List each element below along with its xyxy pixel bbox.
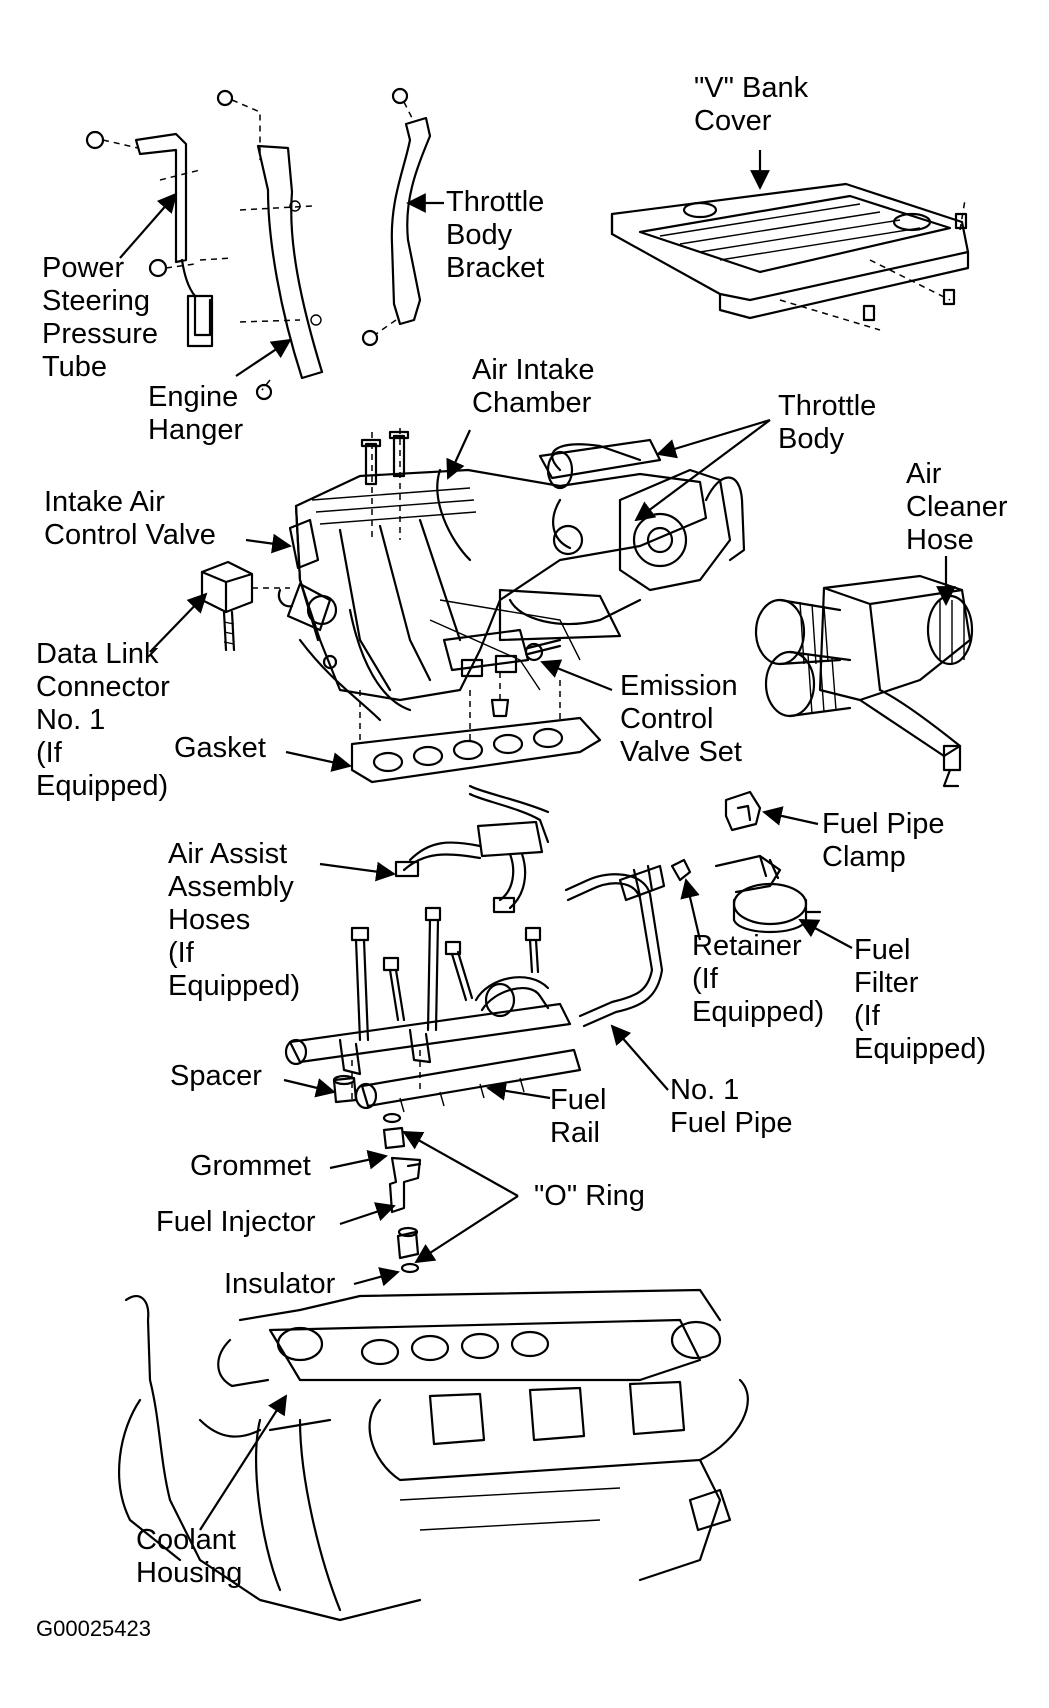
label-o-ring: "O" Ring [534, 1180, 645, 1212]
fuel-rail-part [284, 906, 582, 1113]
air-cleaner-hose-part [754, 574, 974, 788]
fuel-pipe-clamp-part [724, 790, 762, 832]
label-data-link-connector: Data Link Connector No. 1 (If Equipped) [36, 638, 170, 802]
label-spacer: Spacer [170, 1060, 262, 1092]
label-engine-hanger: Engine Hanger [148, 381, 244, 446]
label-retainer: Retainer (If Equipped) [692, 930, 825, 1028]
label-throttle-body: Throttle Body [778, 390, 877, 455]
label-gasket: Gasket [174, 732, 266, 764]
label-fuel-injector: Fuel Injector [156, 1206, 316, 1238]
fuel-injector-stack-part [382, 1112, 422, 1274]
data-link-connector-part [200, 560, 290, 652]
label-fuel-filter: Fuel Filter (If Equipped) [854, 934, 987, 1065]
label-coolant-housing: Coolant Housing [136, 1524, 243, 1589]
throttle-body-part [538, 438, 746, 592]
no1-fuel-pipe-part [564, 864, 666, 1028]
label-no1-fuel-pipe: No. 1 Fuel Pipe [670, 1074, 793, 1139]
label-power-steering-pressure-tube: Power Steering Pressure Tube [42, 252, 159, 383]
label-fuel-rail: Fuel Rail [550, 1084, 607, 1149]
label-grommet: Grommet [190, 1150, 311, 1182]
label-air-cleaner-hose: Air Cleaner Hose [906, 458, 1008, 556]
engine-hanger-part [216, 89, 324, 401]
label-insulator: Insulator [224, 1268, 336, 1300]
leader-lines [119, 150, 956, 1531]
label-emission-control-valve-set: Emission Control Valve Set [620, 670, 742, 768]
intake-air-control-valve-part [277, 518, 338, 632]
label-fuel-pipe-clamp: Fuel Pipe Clamp [822, 808, 945, 873]
v-bank-cover-part [610, 182, 970, 331]
emission-control-valve-set-part [442, 628, 562, 718]
fuel-filter-part [714, 854, 822, 934]
retainer-part [670, 858, 692, 882]
throttle-body-bracket-part [361, 87, 432, 347]
gasket-part [350, 680, 602, 784]
figure-code: G00025423 [36, 1616, 151, 1641]
label-v-bank-cover: "V" Bank Cover [694, 72, 809, 137]
engine-block-part [118, 1288, 749, 1622]
label-air-assist-assembly-hoses: Air Assist Assembly Hoses (If Equipped) [168, 838, 301, 1002]
label-air-intake-chamber: Air Intake Chamber [472, 354, 595, 419]
label-intake-air-control-valve: Intake Air Control Valve [44, 486, 216, 551]
label-throttle-body-bracket: Throttle Body Bracket [446, 186, 545, 284]
power-steering-tube-part [85, 130, 233, 348]
air-assist-hoses-part [394, 784, 550, 914]
air-intake-chamber-part [294, 428, 708, 722]
